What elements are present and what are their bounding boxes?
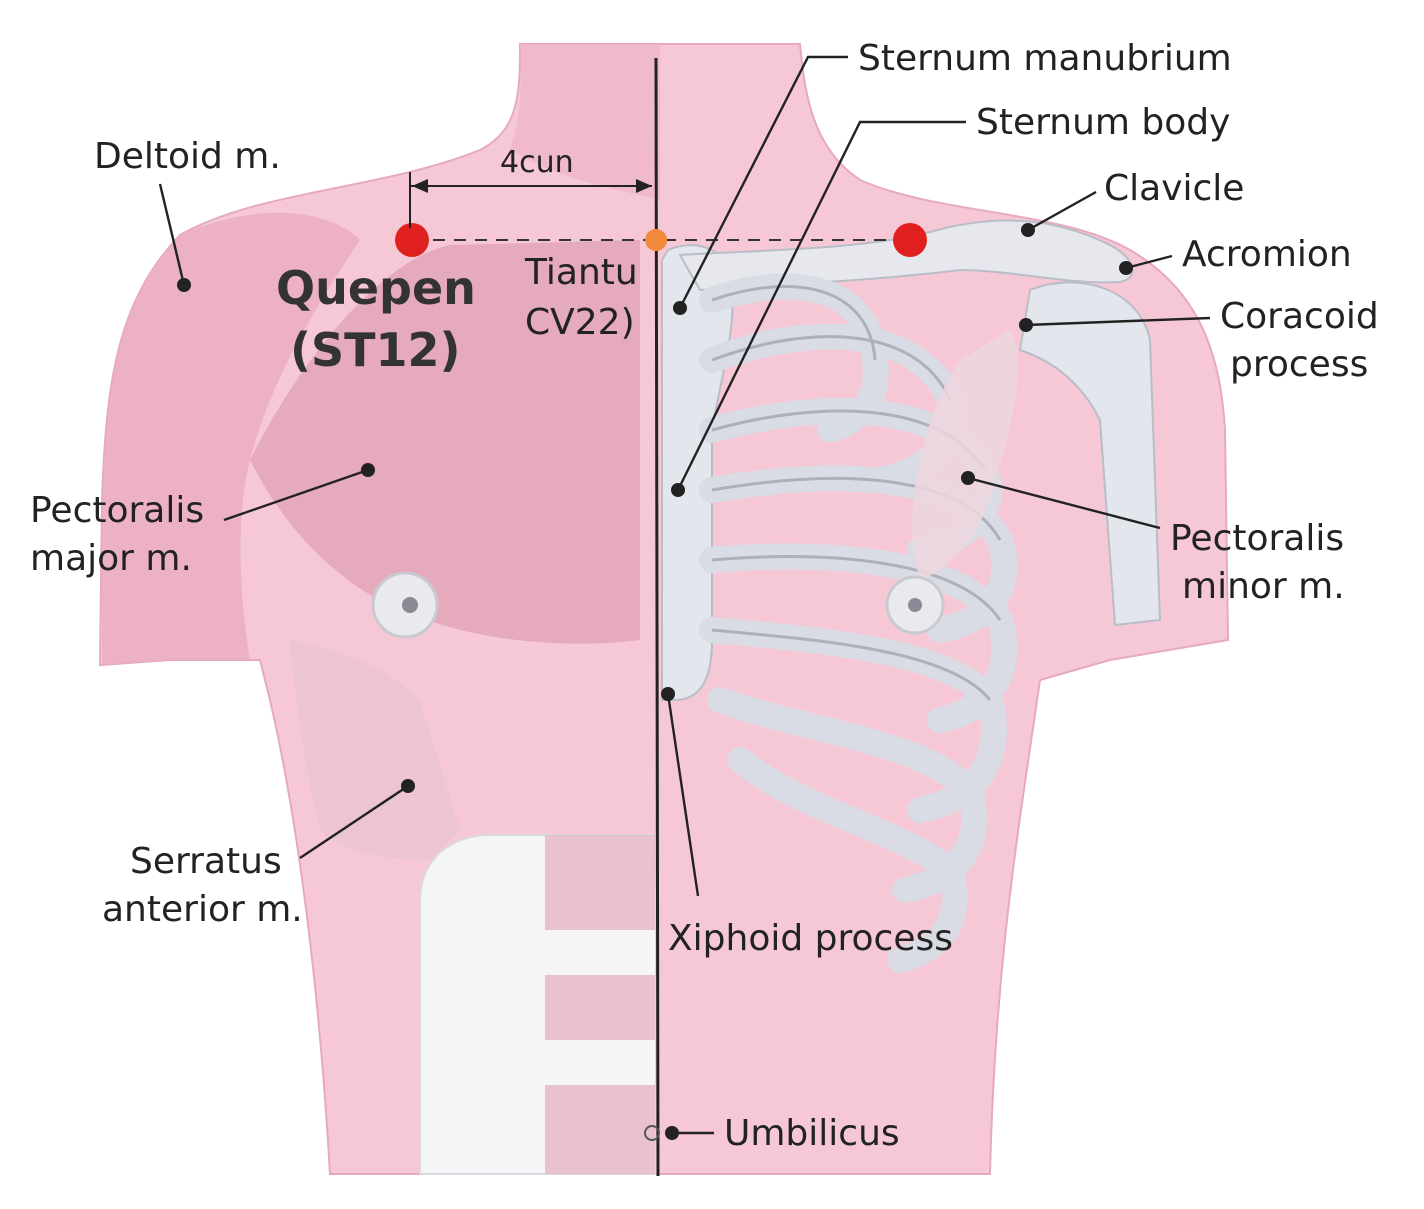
label-acromion: Acromion bbox=[1182, 234, 1352, 275]
left-nipple-center bbox=[402, 597, 418, 613]
umbilicus-mark bbox=[644, 1125, 660, 1141]
label-pectoralis-minor-1: Pectoralis bbox=[1170, 518, 1344, 559]
humerus-bone bbox=[1018, 281, 1162, 627]
tiantu-marker bbox=[645, 229, 667, 251]
deltoid-muscle bbox=[102, 212, 360, 666]
anterior-midline bbox=[654, 57, 660, 1177]
leader-coracoid bbox=[1025, 316, 1211, 327]
tendinous-band-2 bbox=[545, 1040, 655, 1085]
leader-sternum-body bbox=[676, 120, 966, 491]
pin-umbilicus bbox=[665, 1126, 679, 1140]
reference-point-line1: Tiantu bbox=[524, 252, 638, 293]
label-clavicle: Clavicle bbox=[1104, 168, 1244, 209]
rectus-abdominis bbox=[545, 835, 655, 1174]
right-nipple-center bbox=[908, 598, 922, 612]
quepen-right-marker bbox=[893, 223, 927, 257]
acupoint-code: (ST12) bbox=[290, 323, 461, 377]
label-serratus-2: anterior m. bbox=[102, 889, 303, 930]
distance-label: 4cun bbox=[500, 145, 574, 180]
pin-pectoralis-minor bbox=[961, 471, 975, 485]
label-coracoid-1: Coracoid bbox=[1220, 296, 1379, 337]
acupoint-name: Quepen bbox=[276, 261, 476, 315]
tendinous-band-1 bbox=[545, 930, 655, 975]
pin-coracoid bbox=[1019, 318, 1033, 332]
pin-serratus bbox=[401, 779, 415, 793]
label-xiphoid: Xiphoid process bbox=[668, 918, 953, 959]
label-sternum-body: Sternum body bbox=[976, 102, 1230, 143]
label-serratus-1: Serratus bbox=[130, 841, 282, 882]
distance-measure bbox=[409, 172, 652, 228]
leader-pectoralis-major bbox=[223, 468, 369, 522]
pin-deltoid bbox=[177, 278, 191, 292]
label-coracoid-2: process bbox=[1230, 344, 1368, 385]
leader-sternum-manubrium bbox=[678, 55, 848, 309]
pectoralis-major-muscle bbox=[250, 240, 640, 644]
leader-acromion bbox=[1125, 254, 1173, 270]
pin-clavicle bbox=[1021, 223, 1035, 237]
leader-serratus bbox=[299, 785, 409, 859]
pectoralis-minor-muscle bbox=[912, 330, 1019, 580]
pin-acromion bbox=[1119, 261, 1133, 275]
pin-sternum-body bbox=[671, 483, 685, 497]
label-umbilicus: Umbilicus bbox=[724, 1113, 900, 1154]
label-sternum-manubrium: Sternum manubrium bbox=[858, 38, 1232, 79]
label-pectoralis-major-2: major m. bbox=[30, 538, 192, 579]
pin-pectoralis-major bbox=[361, 463, 375, 477]
neck bbox=[510, 44, 660, 200]
serratus-muscle bbox=[290, 640, 460, 860]
leader-pectoralis-minor bbox=[967, 476, 1161, 530]
reference-point-line2: CV22) bbox=[525, 302, 635, 343]
pin-sternum-manubrium bbox=[673, 301, 687, 315]
label-pectoralis-minor-2: minor m. bbox=[1182, 566, 1345, 607]
label-deltoid: Deltoid m. bbox=[94, 136, 281, 177]
pin-xiphoid bbox=[661, 687, 675, 701]
leader-clavicle bbox=[1027, 190, 1097, 232]
quepen-left-marker bbox=[395, 223, 429, 257]
leader-deltoid bbox=[158, 183, 186, 286]
leader-xiphoid bbox=[666, 693, 700, 897]
label-pectoralis-major-1: Pectoralis bbox=[30, 490, 204, 531]
